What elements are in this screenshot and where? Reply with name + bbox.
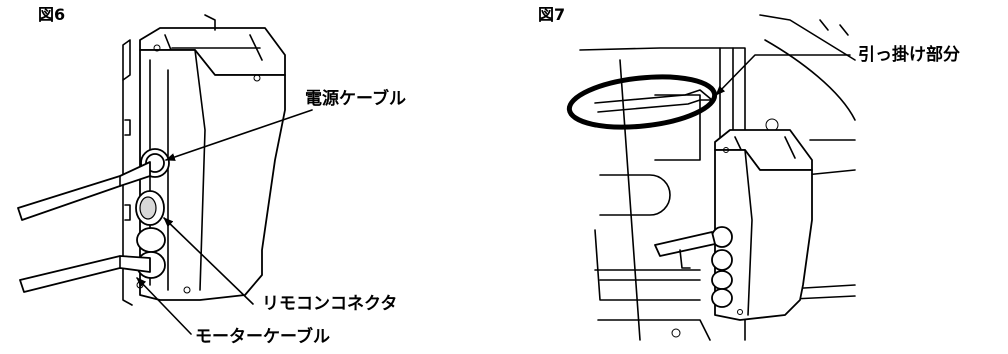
figure-6: 図6 xyxy=(17,5,406,347)
screw-top xyxy=(153,44,161,52)
mounting-plate-side xyxy=(122,79,133,306)
mounting-plate-edge xyxy=(122,39,131,81)
base-rail xyxy=(597,319,711,341)
lower-panel xyxy=(594,229,701,301)
hook-slot xyxy=(594,89,713,113)
hook-highlight-ring xyxy=(566,74,718,130)
frame-screw xyxy=(671,328,681,338)
side-rail xyxy=(804,139,856,176)
lid-tab xyxy=(204,14,216,31)
unit-cable xyxy=(654,231,716,257)
power-cable-leader xyxy=(165,109,313,161)
motor-cable xyxy=(19,255,151,293)
upper-right-bracket xyxy=(759,14,856,61)
unit-grommet-3 xyxy=(711,270,733,290)
power-cable-label: 電源ケーブル xyxy=(305,88,406,109)
figure-6-title: 図6 xyxy=(38,5,65,24)
control-box-illustration xyxy=(17,14,286,306)
box-body xyxy=(139,49,286,301)
remote-connector-label: リモコンコネクタ xyxy=(262,294,397,314)
cable-hook-wire xyxy=(679,249,691,269)
unit-grommet-2 xyxy=(711,249,733,271)
motor-cable-label: モーターケーブル xyxy=(195,326,330,347)
figure-7: 図7 xyxy=(538,5,960,341)
unit-screw-top xyxy=(723,147,729,153)
box-edge xyxy=(194,49,206,291)
installed-unit-illustration xyxy=(579,14,856,341)
motor-cable-leader xyxy=(136,277,192,335)
unit-body xyxy=(714,149,813,321)
blank-grommet xyxy=(136,227,166,253)
hook-part-label: 引っ掛け部分 xyxy=(858,44,960,65)
remote-connector-leader xyxy=(163,217,254,305)
mounting-slot-lower xyxy=(124,204,131,221)
bracket-marks xyxy=(819,19,849,36)
mounting-slot xyxy=(124,119,131,136)
screw-right xyxy=(253,74,261,82)
unit-screw-bottom xyxy=(737,309,743,315)
curved-housing xyxy=(764,39,856,121)
unit-edge xyxy=(744,149,753,316)
rail-lines xyxy=(594,269,701,281)
hook-part-leader xyxy=(715,54,851,96)
remote-connector-hole xyxy=(139,196,157,220)
figure-7-title: 図7 xyxy=(538,5,565,24)
unit-grommet-4 xyxy=(711,288,733,308)
screw-bottom xyxy=(183,286,191,294)
panel-left-edge xyxy=(619,59,641,341)
slot-cutout xyxy=(599,174,671,216)
